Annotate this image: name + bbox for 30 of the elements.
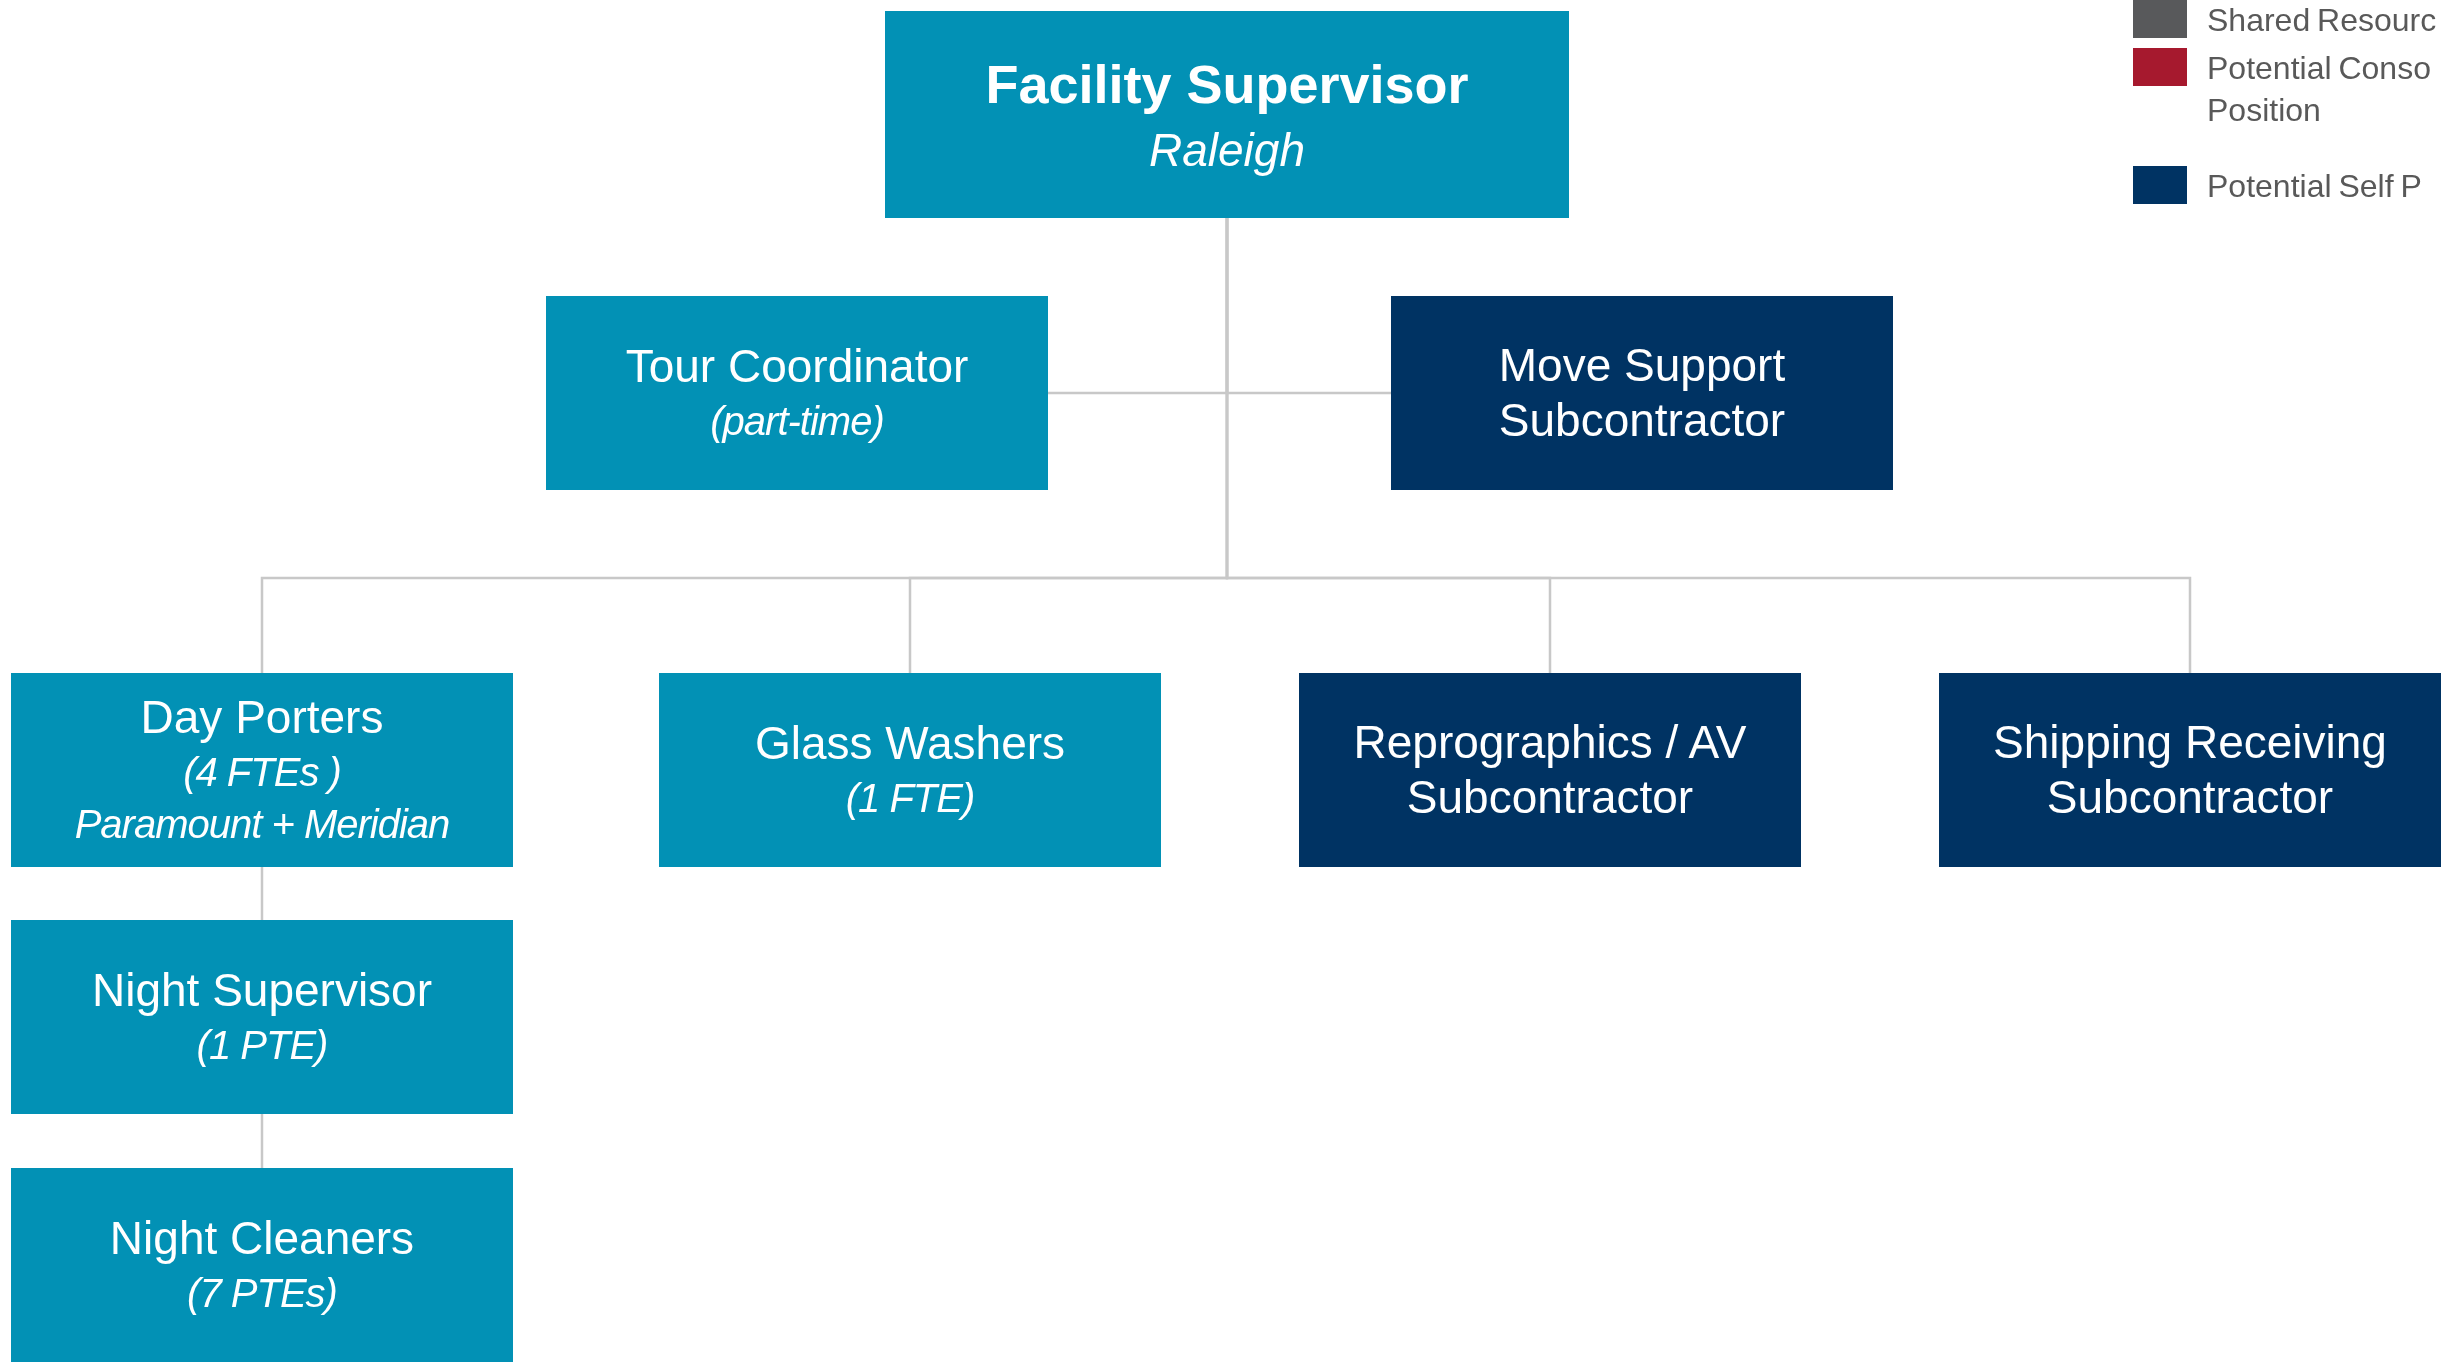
position-note: (7 PTEs)	[187, 1269, 337, 1317]
legend-label: Shared Resourc	[2207, 1, 2438, 40]
position-box	[659, 673, 1161, 867]
position-title: Glass Washers	[754, 716, 1066, 772]
connector-line	[260, 867, 264, 920]
position-box	[1939, 673, 2441, 867]
position-title: Facility Supervisor	[985, 53, 1469, 117]
position-title: Reprographics / AV Subcontractor	[1352, 714, 1748, 825]
position-box	[11, 673, 513, 867]
position-title: Move Support Subcontractor	[1497, 337, 1787, 448]
position-note: (1 PTE)	[196, 1021, 328, 1069]
position-note: (part-time)	[710, 397, 884, 445]
position-box	[1299, 673, 1801, 867]
position-note: (1 FTE)	[845, 774, 975, 822]
position-title: Shipping Receiving Subcontractor	[1992, 714, 2388, 825]
position-note: (4 FTEs )	[183, 748, 341, 796]
position-box	[546, 296, 1048, 490]
position-title: Night Supervisor	[91, 963, 432, 1019]
position-box	[11, 920, 513, 1114]
supervisor-box	[885, 11, 1569, 218]
position-title: Day Porters	[140, 690, 384, 746]
position-box	[11, 1168, 513, 1362]
connector-line	[260, 1114, 264, 1168]
position-note: Raleigh	[1149, 123, 1305, 179]
legend-label: Potential Conso Position	[2207, 49, 2432, 130]
position-title: Night Cleaners	[109, 1211, 415, 1267]
legend-label: Potential Self P	[2207, 167, 2423, 206]
position-box	[1391, 296, 1893, 490]
position-title: Tour Coordinator	[625, 339, 969, 395]
position-note: Paramount + Meridian	[74, 800, 450, 848]
